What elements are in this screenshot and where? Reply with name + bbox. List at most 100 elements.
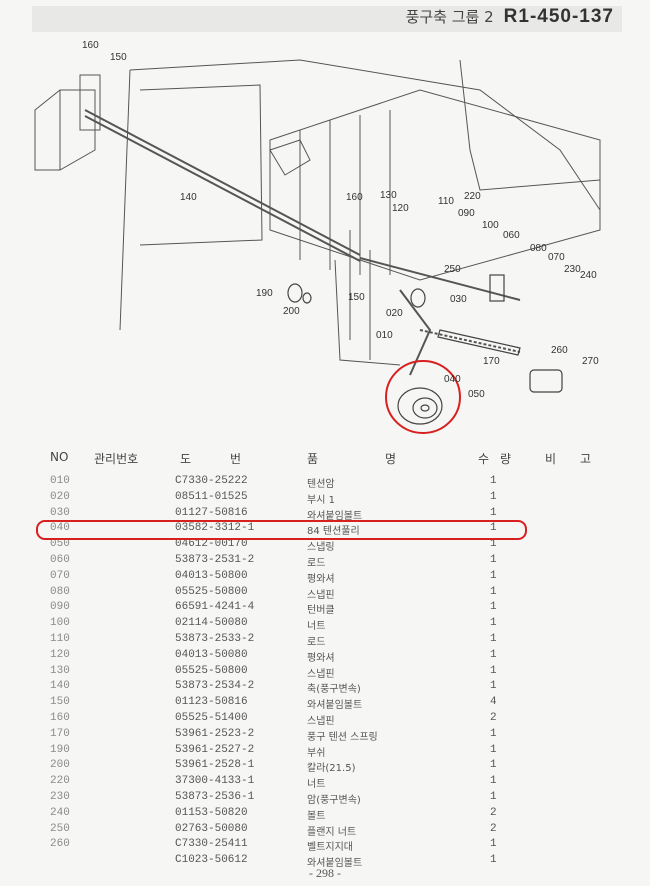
table-row: 230 53873-2536-1 암(풍구변속) 1 — [0, 790, 650, 806]
row-part-number: 66591-4241-4 — [175, 601, 255, 614]
row-no: 060 — [50, 553, 70, 566]
row-item-name: 84 텐션풀리 — [307, 526, 360, 538]
row-part-number: 53961-2527-2 — [175, 743, 255, 756]
header-mgmt: 관리번호 — [94, 452, 139, 466]
model-code: R1-450-137 — [503, 6, 614, 27]
row-item-name: 볼트 — [307, 810, 326, 822]
exploded-parts-diagram: 160 150 140 160 130 120 110 220 090 100 … — [34, 40, 601, 434]
row-item-name: 스냅핀 — [307, 668, 335, 680]
row-quantity: 1 — [490, 790, 497, 803]
row-item-name: 축(풍구변속) — [307, 684, 361, 696]
row-no: 170 — [50, 727, 70, 740]
row-no: 240 — [50, 806, 70, 819]
callout-9: 100 — [482, 220, 499, 231]
row-quantity: 1 — [490, 727, 497, 740]
row-part-number: C7330-25222 — [175, 475, 248, 487]
row-no: 110 — [50, 632, 70, 645]
row-part-number: 53873-2533-2 — [175, 632, 255, 645]
row-part-number: 01123-50816 — [175, 696, 248, 709]
row-item-name: 와셔붙임볼트 — [307, 700, 363, 712]
callout-11: 080 — [530, 243, 547, 254]
row-quantity: 2 — [490, 822, 497, 835]
callout-labels: 160 150 140 160 130 120 110 220 090 100 … — [82, 40, 599, 400]
row-quantity: 1 — [490, 522, 497, 535]
callout-6: 110 — [438, 196, 454, 207]
row-part-number: 03582-3312-1 — [175, 522, 255, 535]
row-part-number: 53873-2534-2 — [175, 680, 255, 693]
row-quantity: 1 — [490, 475, 497, 487]
row-part-number: 05525-50800 — [175, 585, 248, 598]
row-item-name: 로드 — [307, 557, 326, 569]
row-part-number: 53873-2531-2 — [175, 553, 255, 566]
row-quantity: 1 — [490, 775, 497, 788]
row-no: 070 — [50, 569, 70, 582]
row-part-number: 04013-50080 — [175, 648, 248, 661]
row-quantity: 1 — [490, 759, 497, 772]
callout-12: 070 — [548, 252, 565, 263]
row-part-number: 05525-51400 — [175, 711, 248, 724]
header-remark-2: 고 — [580, 452, 592, 466]
highlight-circle-040 — [385, 360, 461, 434]
row-quantity: 2 — [490, 806, 497, 819]
row-quantity: 1 — [490, 585, 497, 598]
callout-18: 200 — [283, 306, 300, 317]
callout-24: 270 — [582, 356, 599, 367]
row-item-name: 턴버클 — [307, 605, 335, 617]
callout-19: 150 — [348, 292, 365, 303]
highlight-row-040 — [36, 520, 527, 540]
row-item-name: 풍구 텐션 스프링 — [307, 731, 378, 743]
row-no: 230 — [50, 790, 70, 803]
row-item-name: 평와셔 — [307, 573, 335, 585]
row-part-number: C1023-50612 — [175, 854, 248, 867]
main-shaft — [84, 109, 361, 256]
row-no: 190 — [50, 743, 70, 756]
header-remark-1: 비 — [545, 452, 557, 466]
header-qty-1: 수 — [478, 452, 490, 466]
row-no: 020 — [50, 490, 70, 503]
row-item-name: 부쉬 — [307, 747, 326, 759]
group-label: 풍구축 그룹 2 — [405, 8, 494, 26]
callout-23: 260 — [551, 345, 568, 356]
row-item-name: 평와셔 — [307, 652, 335, 664]
row-quantity: 1 — [490, 569, 497, 582]
row-quantity: 1 — [490, 680, 497, 693]
row-item-name: 벨트지지대 — [307, 842, 353, 854]
row-quantity: 1 — [490, 632, 497, 645]
machine-frame — [34, 59, 601, 366]
row-no: 050 — [50, 538, 70, 551]
row-item-name: 칼라(21.5) — [307, 763, 356, 775]
row-item-name: 암(풍구변속) — [307, 794, 361, 806]
table-row: 170 53961-2523-2 풍구 텐션 스프링 1 — [0, 727, 650, 743]
shafts — [84, 109, 521, 376]
row-quantity: 4 — [490, 696, 497, 709]
row-part-number: 53873-2536-1 — [175, 790, 255, 803]
table-row: 150 01123-50816 와셔붙임볼트 4 — [0, 695, 650, 711]
callout-16: 030 — [450, 294, 467, 305]
header-item-2: 명 — [385, 452, 397, 466]
row-part-number: 02763-50080 — [175, 822, 248, 835]
row-part-number: 53961-2523-2 — [175, 727, 255, 740]
header-drawing-1: 도 — [180, 452, 192, 466]
row-no: 120 — [50, 648, 70, 661]
row-part-number: 01127-50816 — [175, 506, 248, 519]
callout-15: 250 — [444, 264, 461, 275]
callout-22: 170 — [483, 356, 500, 367]
parts-table-header: NO 관리번호 도 번 품 명 수 량 비 고 — [0, 448, 650, 468]
header-qty-2: 량 — [500, 452, 512, 466]
row-no: 150 — [50, 696, 70, 709]
